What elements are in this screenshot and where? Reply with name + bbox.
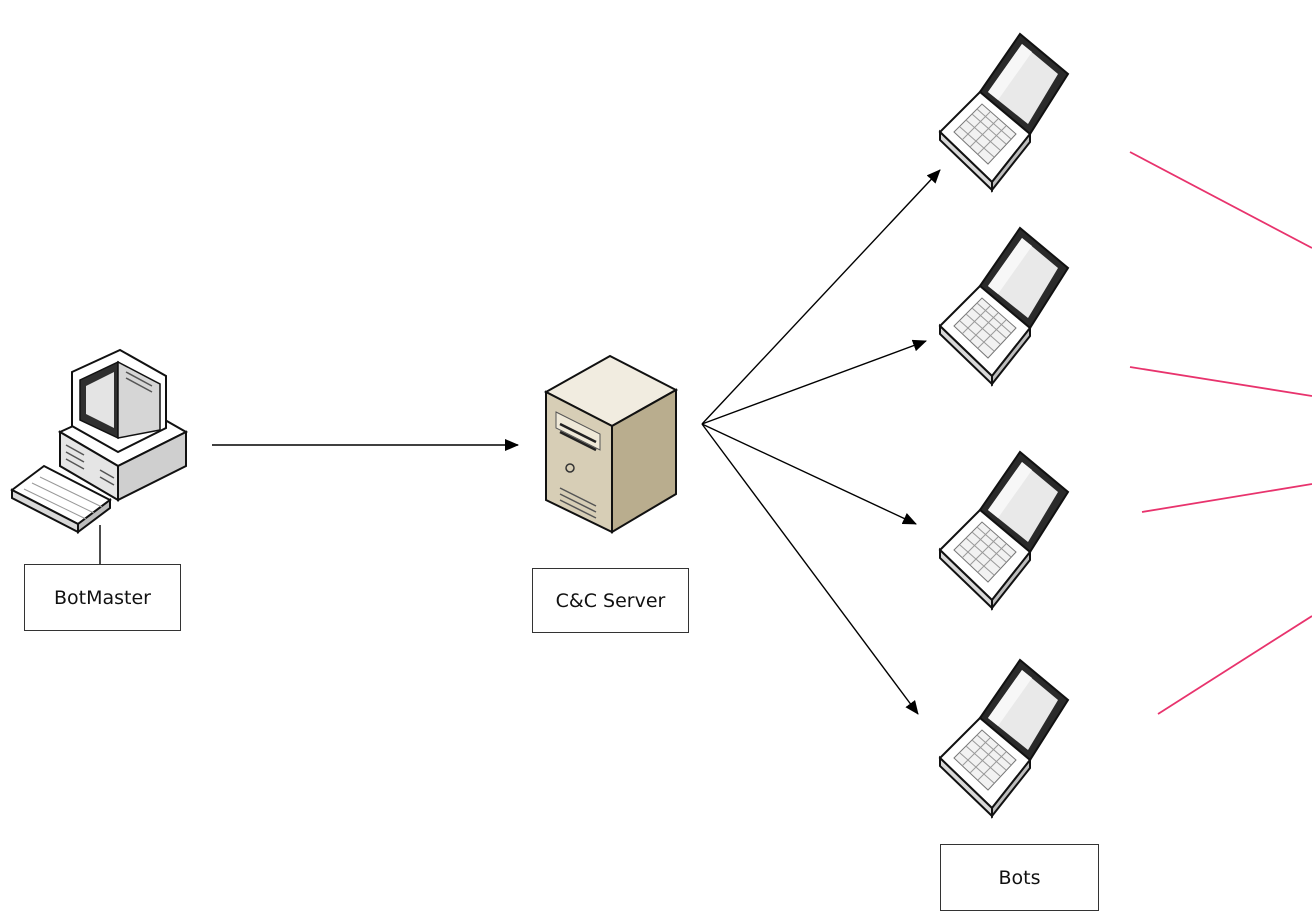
server-tower-icon — [543, 354, 679, 534]
cc-server-label: C&C Server — [532, 568, 689, 633]
attack-line-4 — [1157, 615, 1312, 715]
attack-line-2 — [1129, 366, 1312, 397]
laptop-icon — [939, 227, 1069, 385]
attack-line-1 — [1129, 151, 1312, 249]
botmaster-label: BotMaster — [24, 564, 181, 631]
arrow-to-bot-4 — [701, 423, 919, 715]
laptop-icon — [939, 33, 1069, 191]
laptop-icon — [939, 659, 1069, 817]
laptop-icon — [939, 451, 1069, 609]
arrow-to-bot-3 — [701, 423, 917, 525]
bots-label: Bots — [940, 844, 1099, 911]
arrow-to-bot-1 — [701, 169, 941, 425]
attack-line-3 — [1141, 483, 1312, 513]
arrow-to-bot-2 — [701, 339, 927, 425]
attack-lines — [1129, 151, 1312, 715]
desktop-computer-icon — [10, 348, 189, 565]
bot-arrows — [701, 169, 941, 715]
